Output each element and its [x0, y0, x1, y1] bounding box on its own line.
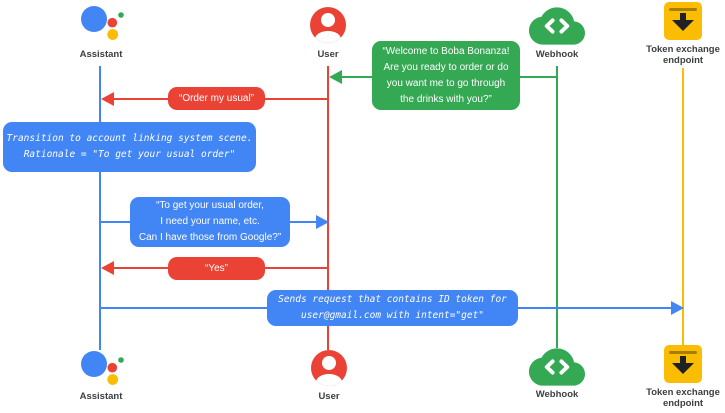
- message-line: I need your name, etc.: [160, 216, 260, 227]
- message-line: user@gmail.com with intent="get": [300, 310, 485, 321]
- arrowhead-order-usual: [101, 92, 114, 106]
- message-send-request-note: Sends request that contains ID token for…: [267, 290, 518, 326]
- assistant-icon: [81, 351, 124, 385]
- lifeline-token-endpoint: [682, 68, 684, 345]
- actor-label-assistant: Assistant: [79, 49, 123, 60]
- actor-label-webhook: Webhook: [535, 49, 579, 60]
- user-icon: [310, 7, 346, 43]
- message-line: “Order my usual”: [178, 92, 254, 104]
- message-line: “Welcome to Boba Bonanza!: [382, 45, 510, 57]
- token-endpoint-icon: [664, 345, 702, 383]
- webhook-icon: [529, 348, 585, 386]
- arrowhead-yes: [101, 261, 114, 275]
- actor-label-user: User: [317, 49, 339, 60]
- token-icon-stripe: [669, 351, 697, 354]
- token-icon-arrow-head: [672, 363, 694, 374]
- message-line: Sends request that contains ID token for: [278, 294, 507, 305]
- message-line: Can I have those from Google?”: [138, 232, 282, 243]
- message-line: “Yes”: [205, 262, 228, 274]
- message-line: Are you ready to order or do: [383, 61, 509, 73]
- message-line: you want me to go through: [386, 77, 506, 89]
- message-line: “To get your usual order,: [156, 200, 264, 211]
- token-icon-stripe: [669, 8, 697, 11]
- token-icon-arrow-head: [672, 20, 694, 31]
- user-icon-body: [316, 374, 342, 386]
- assistant-icon: [81, 6, 124, 40]
- arrowhead-send-request: [671, 301, 684, 315]
- user-icon: [311, 350, 347, 386]
- lifeline-user: [327, 66, 329, 350]
- webhook-icon: [529, 7, 585, 45]
- token-endpoint-icon: [664, 2, 702, 40]
- actor-label-user: User: [318, 391, 340, 402]
- lifeline-assistant: [99, 66, 101, 350]
- message-transition-note: Transition to account linking system sce…: [3, 122, 256, 172]
- message-welcome-bubble: “Welcome to Boba Bonanza! Are you ready …: [372, 41, 520, 110]
- token-icon-arrow-stem: [680, 356, 686, 364]
- message-line: Transition to account linking system sce…: [6, 133, 253, 144]
- actor-label-token-endpoint: Token exchange endpoint: [646, 387, 720, 409]
- actor-label-assistant: Assistant: [79, 391, 123, 402]
- user-icon-head: [322, 356, 336, 370]
- user-icon-body: [315, 31, 341, 43]
- actor-label-token-endpoint: Token exchange endpoint: [646, 44, 720, 66]
- actor-label-webhook: Webhook: [535, 389, 579, 400]
- arrowhead-need-info: [316, 215, 329, 229]
- lifeline-webhook: [556, 66, 558, 348]
- message-need-info-bubble: “To get your usual order, I need your na…: [130, 197, 290, 247]
- message-order-usual-bubble: “Order my usual”: [168, 87, 265, 110]
- message-line: Rationale = "To get your usual order": [23, 149, 236, 160]
- token-icon-arrow-stem: [680, 13, 686, 21]
- user-icon-head: [321, 13, 335, 27]
- message-yes-bubble: “Yes”: [168, 257, 265, 280]
- message-line: the drinks with you?”: [400, 93, 492, 105]
- arrowhead-welcome: [329, 70, 342, 84]
